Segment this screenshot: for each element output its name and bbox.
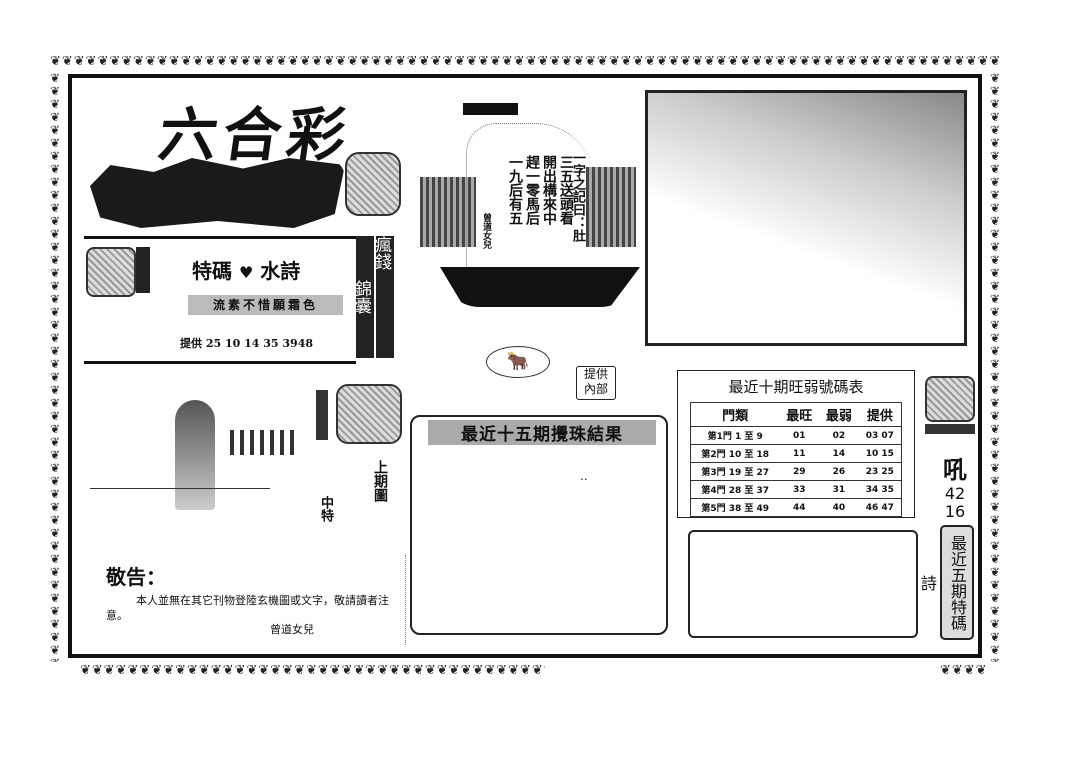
mantis-painting [645, 90, 967, 346]
table-cell: 33 [779, 480, 820, 499]
recent-five-label: 最近五期特碼詩 [918, 525, 974, 640]
table-cell: 34 35 [858, 480, 902, 499]
table-cell: 10 15 [858, 444, 902, 463]
pointing-hand-icon [336, 384, 402, 444]
provide-numbers: 25 10 14 35 3948 [205, 337, 314, 350]
ship-side-text: 一字之記曰：肚 [570, 151, 585, 242]
banner-graphic [90, 158, 345, 228]
border-bottom-right: ❦❦❦❦ [940, 664, 988, 678]
table-cell: 第5門 38 至 49 [690, 498, 780, 517]
black-strip [925, 424, 975, 434]
inside-label-a: 內部 [583, 382, 608, 396]
results-content: .. [580, 469, 588, 483]
notice-box: 敬告： 本人並無在其它刊物登陸玄機圖或文字，敬請讀者注意。 曾道女兒 [90, 555, 406, 645]
ship-hull [440, 267, 640, 307]
bird-icon [86, 247, 136, 297]
ship-author: 曾道女兒 [481, 213, 491, 249]
results-title: 最近十五期攪珠結果 [428, 420, 656, 445]
table-cell: 第4門 28 至 37 [690, 480, 780, 499]
table-title: 最近十期旺弱號碼表 [728, 378, 864, 396]
table-cell: 31 [819, 480, 859, 499]
poem-heading-right: 水詩 [260, 259, 301, 283]
flag [463, 103, 518, 115]
black-bar [136, 247, 150, 293]
side-label-fengqian: 瘋錢 [371, 236, 394, 358]
notice-body: 本人並無在其它刊物登陸玄機圖或文字，敬請讀者注意。 [106, 594, 389, 622]
table-cell: 14 [819, 444, 859, 463]
empty-box [688, 530, 918, 638]
hit-label: 中特 [318, 496, 333, 522]
table-cell: 40 [819, 498, 859, 517]
table-cell: 01 [779, 426, 820, 445]
table-cell: 26 [819, 462, 859, 481]
notice-signature: 曾道女兒 [270, 623, 314, 636]
table-cell: 03 07 [858, 426, 902, 445]
side-label-jinnang: 錦囊 [351, 236, 374, 358]
table-cell: 44 [779, 498, 820, 517]
vase-image [345, 152, 401, 216]
hand-icon [925, 376, 975, 422]
last-period-label: 上期圖 [372, 460, 388, 502]
poem-col: 三五送頭看 [558, 155, 574, 225]
lady-figure [175, 400, 215, 510]
poem-col: 一九后有五 [507, 155, 523, 225]
ground-line [90, 488, 270, 490]
ox-icon: 🐂 [486, 346, 550, 378]
border-bottom: ❦❦❦❦❦❦❦❦❦❦❦❦❦❦❦❦❦❦❦❦❦❦❦❦❦❦❦❦❦❦❦❦❦❦❦❦❦❦❦❦ [80, 664, 545, 678]
right-number-1: 42 [944, 484, 966, 503]
table-cell: 第3門 19 至 27 [690, 462, 780, 481]
col-header: 最弱 [819, 402, 859, 427]
poem-col: 開出構來中 [541, 155, 557, 225]
poem-heading-left: 特碼 [192, 259, 232, 283]
page-title: 六合彩 [154, 101, 357, 169]
table-cell: 23 25 [858, 462, 902, 481]
col-header: 最旺 [779, 402, 820, 427]
right-number-2: 16 [944, 502, 966, 521]
border-right: ❦❦❦❦❦❦❦❦❦❦❦❦❦❦❦❦❦❦❦❦❦❦❦❦❦❦❦❦❦❦❦❦❦❦❦❦❦❦❦❦… [990, 72, 1001, 662]
table-cell: 02 [819, 426, 859, 445]
notice-title: 敬告： [106, 565, 166, 589]
right-char: 吼 [943, 456, 967, 484]
table-cell: 第1門 1 至 9 [690, 426, 780, 445]
lady-illustration [90, 400, 300, 540]
border-top: ❦❦❦❦❦❦❦❦❦❦❦❦❦❦❦❦❦❦❦❦❦❦❦❦❦❦❦❦❦❦❦❦❦❦❦❦❦❦❦❦… [50, 55, 1002, 69]
provide-label: 提供 [180, 337, 202, 350]
results-box: 最近十五期攪珠結果 .. [410, 415, 668, 635]
main-frame [68, 74, 982, 658]
ship-illustration: 三五送頭看 開出構來中 趕一零馬后 一九后有五 曾道女兒 一字之記曰：肚 [418, 95, 640, 325]
poem-box: 特碼 ♥ 水詩 流素不惜願霜色 提供 25 10 14 35 3948 [84, 236, 356, 364]
table-cell: 29 [779, 462, 820, 481]
col-header: 提供 [858, 402, 902, 427]
black-bar-small [316, 390, 328, 440]
ship-poem: 三五送頭看 開出構來中 趕一零馬后 一九后有五 [506, 155, 574, 265]
poem-line: 流素不惜願霜色 [188, 295, 343, 315]
table-cell: 11 [779, 444, 820, 463]
col-header: 門類 [690, 402, 780, 427]
inside-label-b: 提供 [583, 367, 608, 381]
poem-col: 趕一零馬后 [524, 155, 540, 225]
border-left: ❦❦❦❦❦❦❦❦❦❦❦❦❦❦❦❦❦❦❦❦❦❦❦❦❦❦❦❦❦❦❦❦❦❦❦❦❦❦❦❦… [50, 72, 61, 662]
heart-icon: ♥ [238, 263, 254, 282]
main-sail [466, 123, 595, 274]
houses [230, 430, 300, 455]
table-cell: 46 47 [858, 498, 902, 517]
table-cell: 第2門 10 至 18 [690, 444, 780, 463]
